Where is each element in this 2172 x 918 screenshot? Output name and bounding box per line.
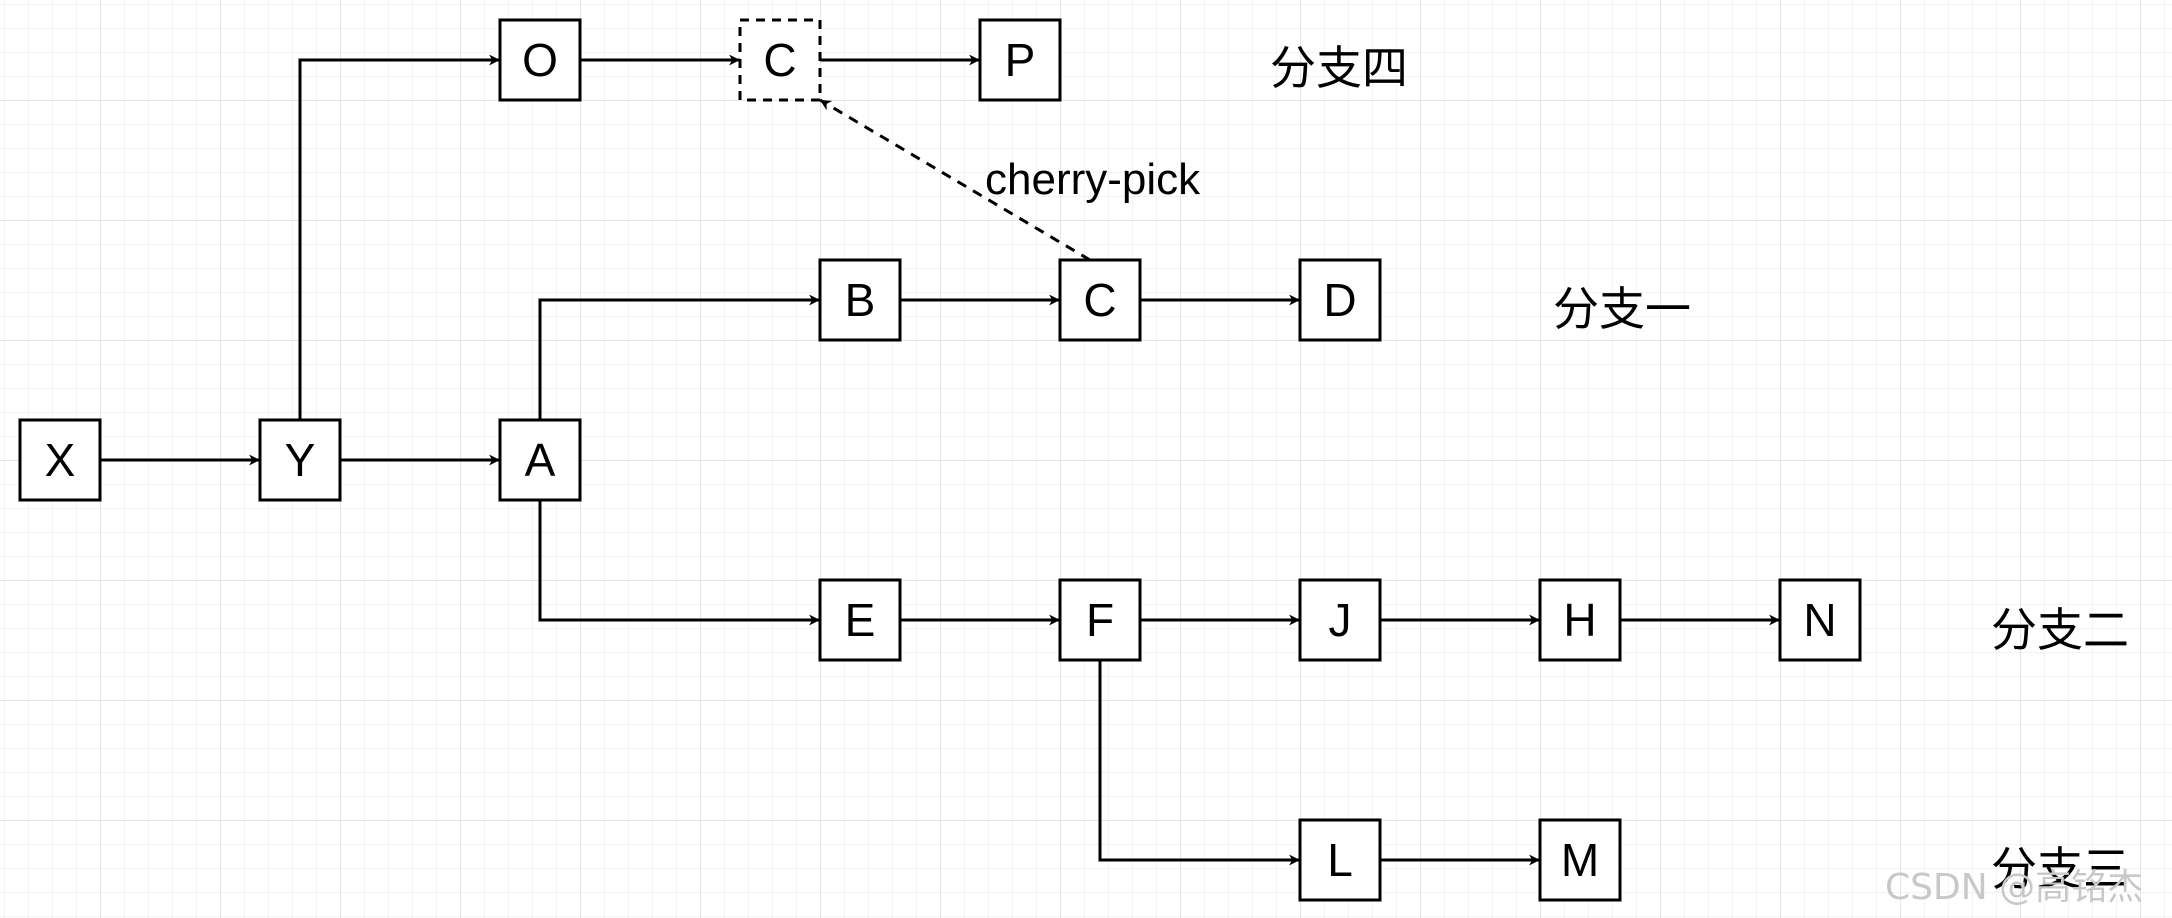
- commit-node-n: N: [1778, 578, 1862, 662]
- branch-label-four: 分支四: [1270, 41, 1408, 95]
- commit-node-box: [738, 18, 822, 102]
- commit-node-m: M: [1538, 818, 1622, 902]
- commit-node-h: H: [1538, 578, 1622, 662]
- edge-y-to-o: [298, 54, 500, 420]
- commit-node-p: P: [978, 18, 1062, 102]
- branch-label-three: 分支三: [1991, 842, 2129, 896]
- commit-node-label: H: [1563, 594, 1596, 646]
- commit-node-box: [1778, 578, 1862, 662]
- commit-node-l: L: [1298, 818, 1382, 902]
- commit-node-box: [818, 578, 902, 662]
- commit-node-label: A: [525, 434, 556, 486]
- commit-node-box: [1298, 818, 1382, 902]
- edge-c-to-c-copy: [819, 98, 1091, 262]
- commit-node-box: [1298, 258, 1382, 342]
- commit-node-box: [1058, 258, 1142, 342]
- commit-node-box: [498, 18, 582, 102]
- commit-node-label: C: [763, 34, 796, 86]
- commit-node-e: E: [818, 578, 902, 662]
- commit-node-label: Y: [285, 434, 316, 486]
- commit-node-box: [1538, 818, 1622, 902]
- commit-node-c: C: [1058, 258, 1142, 342]
- commit-node-box: [498, 418, 582, 502]
- commit-node-f: F: [1058, 578, 1142, 662]
- commit-node-box: [818, 258, 902, 342]
- commit-node-box: [1538, 578, 1622, 662]
- commit-node-label: J: [1329, 594, 1352, 646]
- commit-node-j: J: [1298, 578, 1382, 662]
- watermark: CSDN @高铭杰: [1885, 867, 2144, 908]
- commit-node-x: X: [18, 418, 102, 502]
- commit-node-box: [258, 418, 342, 502]
- commit-node-label: O: [522, 34, 558, 86]
- commit-node-y: Y: [258, 418, 342, 502]
- commit-node-b: B: [818, 258, 902, 342]
- commit-node-c-copy: C: [738, 18, 822, 102]
- edges-layer: [100, 54, 1780, 866]
- commit-node-o: O: [498, 18, 582, 102]
- commit-node-label: C: [1083, 274, 1116, 326]
- commit-node-label: E: [845, 594, 876, 646]
- commit-node-label: B: [845, 274, 876, 326]
- commit-node-label: F: [1086, 594, 1114, 646]
- cherry-pick-label: cherry-pick: [985, 155, 1201, 204]
- edge-f-to-l: [1098, 660, 1300, 866]
- commit-node-label: N: [1803, 594, 1836, 646]
- edge-a-to-e: [538, 500, 820, 626]
- commit-node-box: [1298, 578, 1382, 662]
- commit-node-label: L: [1327, 834, 1353, 886]
- commit-node-label: M: [1561, 834, 1599, 886]
- commit-node-a: A: [498, 418, 582, 502]
- commit-node-label: D: [1323, 274, 1356, 326]
- commit-node-d: D: [1298, 258, 1382, 342]
- commit-node-box: [978, 18, 1062, 102]
- commit-node-label: X: [45, 434, 76, 486]
- commit-node-box: [18, 418, 102, 502]
- commit-node-label: P: [1005, 34, 1036, 86]
- branch-label-two: 分支二: [1991, 603, 2129, 657]
- nodes-layer: X Y A O C P B C D E F J H N L M: [18, 18, 1862, 902]
- edge-a-to-b: [538, 294, 820, 420]
- commit-node-box: [1058, 578, 1142, 662]
- branch-label-one: 分支一: [1553, 282, 1691, 336]
